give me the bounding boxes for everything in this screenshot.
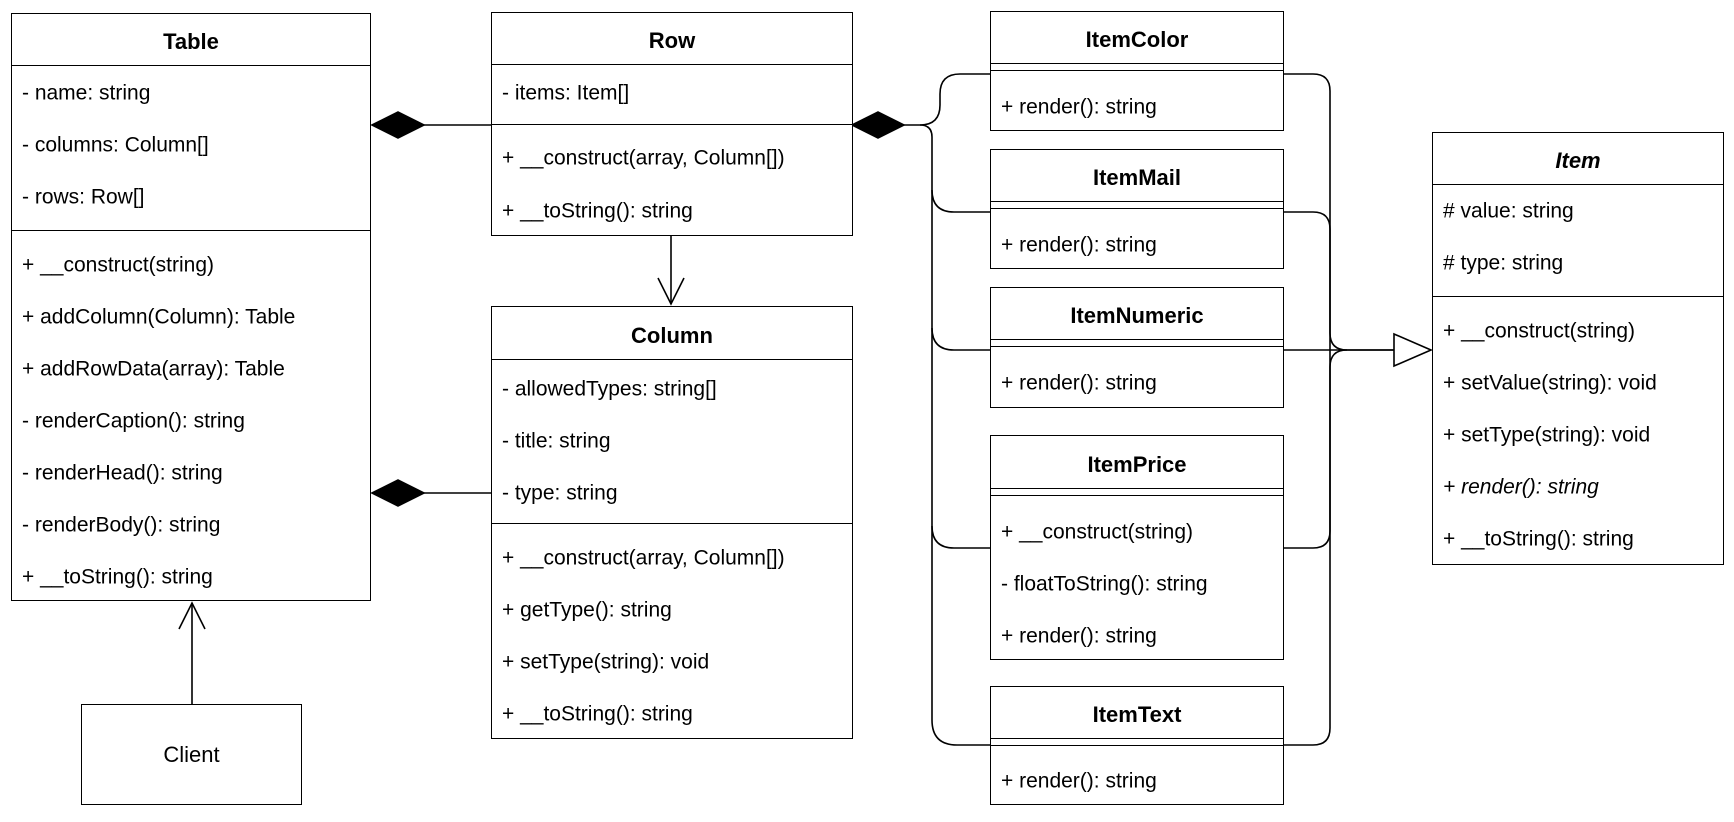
class-item-price-name: ItemPrice bbox=[1087, 452, 1187, 477]
composition-to-itemprice bbox=[931, 525, 991, 549]
item-numeric-attributes-divider bbox=[991, 346, 1283, 347]
item-price-method-float-to-string: - floatToString(): string bbox=[1001, 572, 1208, 596]
class-table-name: Table bbox=[163, 29, 219, 54]
table-method-construct: + __construct(string) bbox=[22, 253, 214, 277]
table-attributes-divider bbox=[12, 230, 370, 231]
itemmail-generalization-line bbox=[1283, 211, 1331, 350]
class-column[interactable]: Column - allowedTypes: string[] - title:… bbox=[491, 306, 853, 739]
item-text-name-divider bbox=[991, 738, 1283, 739]
class-item-mail[interactable]: ItemMail + render(): string bbox=[990, 149, 1284, 269]
item-color-name-divider bbox=[991, 63, 1283, 64]
row-items-composition-diamond bbox=[850, 111, 906, 139]
column-method-get-type: + getType(): string bbox=[502, 598, 672, 622]
class-row-name: Row bbox=[648, 28, 696, 53]
class-item-color-name: ItemColor bbox=[1085, 27, 1189, 52]
item-color-method-render: + render(): string bbox=[1001, 95, 1157, 119]
column-attribute-allowed-types: - allowedTypes: string[] bbox=[502, 377, 717, 401]
item-text-attributes-divider bbox=[991, 745, 1283, 746]
table-method-render-caption: - renderCaption(): string bbox=[22, 409, 245, 433]
client-label: Client bbox=[163, 742, 220, 767]
class-column-name: Column bbox=[631, 323, 713, 348]
table-column-composition-diamond bbox=[370, 479, 426, 507]
column-attribute-type: - type: string bbox=[502, 481, 618, 505]
class-row[interactable]: Row - items: Item[] + __construct(array,… bbox=[491, 12, 853, 236]
client-box[interactable]: Client bbox=[81, 704, 302, 805]
itemprice-generalization-line bbox=[1283, 349, 1348, 549]
row-method-to-string: + __toString(): string bbox=[502, 199, 693, 223]
table-method-render-body: - renderBody(): string bbox=[22, 513, 221, 537]
item-mail-name-divider bbox=[991, 201, 1283, 202]
class-item-text-name: ItemText bbox=[1092, 702, 1182, 727]
item-color-attributes-divider bbox=[991, 70, 1283, 71]
column-method-construct: + __construct(array, Column[]) bbox=[502, 546, 785, 570]
table-composition-diamond bbox=[370, 111, 426, 139]
table-name-divider bbox=[12, 65, 370, 66]
item-attribute-value: # value: string bbox=[1443, 199, 1574, 223]
table-method-to-string: + __toString(): string bbox=[22, 565, 213, 589]
item-attributes-divider bbox=[1433, 296, 1723, 297]
item-method-render: + render(): string bbox=[1443, 475, 1599, 499]
item-price-name-divider bbox=[991, 488, 1283, 489]
composition-to-itemnumeric bbox=[931, 327, 991, 351]
item-price-method-construct: + __construct(string) bbox=[1001, 520, 1193, 544]
table-attribute-name: - name: string bbox=[22, 81, 151, 105]
class-item-text[interactable]: ItemText + render(): string bbox=[990, 686, 1284, 805]
table-method-add-column: + addColumn(Column): Table bbox=[22, 305, 296, 329]
item-method-set-type: + setType(string): void bbox=[1443, 423, 1651, 447]
item-name-divider bbox=[1433, 184, 1723, 185]
class-item-mail-name: ItemMail bbox=[1092, 165, 1182, 190]
item-attribute-type: # type: string bbox=[1443, 251, 1564, 275]
item-text-method-render: + render(): string bbox=[1001, 769, 1157, 793]
item-numeric-method-render: + render(): string bbox=[1001, 371, 1157, 395]
item-price-attributes-divider bbox=[991, 495, 1283, 496]
class-item-price[interactable]: ItemPrice + __construct(string) - floatT… bbox=[990, 435, 1284, 660]
class-item-name: Item bbox=[1555, 148, 1601, 173]
row-method-construct: + __construct(array, Column[]) bbox=[502, 146, 785, 170]
item-method-set-value: + setValue(string): void bbox=[1443, 371, 1657, 395]
row-items-composition-trunk bbox=[904, 124, 991, 746]
column-name-divider bbox=[492, 359, 852, 360]
item-method-construct: + __construct(string) bbox=[1443, 319, 1635, 343]
item-method-to-string: + __toString(): string bbox=[1443, 527, 1634, 551]
table-method-add-row-data: + addRowData(array): Table bbox=[22, 357, 285, 381]
item-price-method-render: + render(): string bbox=[1001, 624, 1157, 648]
class-item-numeric[interactable]: ItemNumeric + render(): string bbox=[990, 287, 1284, 408]
row-attribute-items: - items: Item[] bbox=[502, 81, 630, 105]
column-method-set-type: + setType(string): void bbox=[502, 650, 710, 674]
table-attribute-columns: - columns: Column[] bbox=[22, 133, 209, 157]
composition-to-itemcolor bbox=[919, 73, 991, 126]
composition-to-itemmail bbox=[931, 189, 991, 213]
item-mail-attributes-divider bbox=[991, 208, 1283, 209]
row-name-divider bbox=[492, 64, 852, 65]
column-method-to-string: + __toString(): string bbox=[502, 702, 693, 726]
row-column-open-arrowhead bbox=[657, 277, 685, 306]
column-attributes-divider bbox=[492, 523, 852, 524]
column-attribute-title: - title: string bbox=[502, 429, 611, 453]
class-item-color[interactable]: ItemColor + render(): string bbox=[990, 11, 1284, 131]
class-item-numeric-name: ItemNumeric bbox=[1070, 303, 1204, 328]
table-method-render-head: - renderHead(): string bbox=[22, 461, 223, 485]
table-attribute-rows: - rows: Row[] bbox=[22, 185, 145, 209]
class-table[interactable]: Table - name: string - columns: Column[]… bbox=[11, 13, 371, 601]
item-numeric-name-divider bbox=[991, 339, 1283, 340]
itemcolor-generalization-line bbox=[1283, 73, 1394, 351]
client-table-open-arrowhead bbox=[178, 601, 206, 630]
row-attributes-divider bbox=[492, 124, 852, 125]
itemtext-generalization-line bbox=[1283, 350, 1331, 746]
class-item[interactable]: Item # value: string # type: string + __… bbox=[1432, 132, 1724, 565]
item-mail-method-render: + render(): string bbox=[1001, 233, 1157, 257]
item-generalization-triangle bbox=[1393, 332, 1434, 368]
